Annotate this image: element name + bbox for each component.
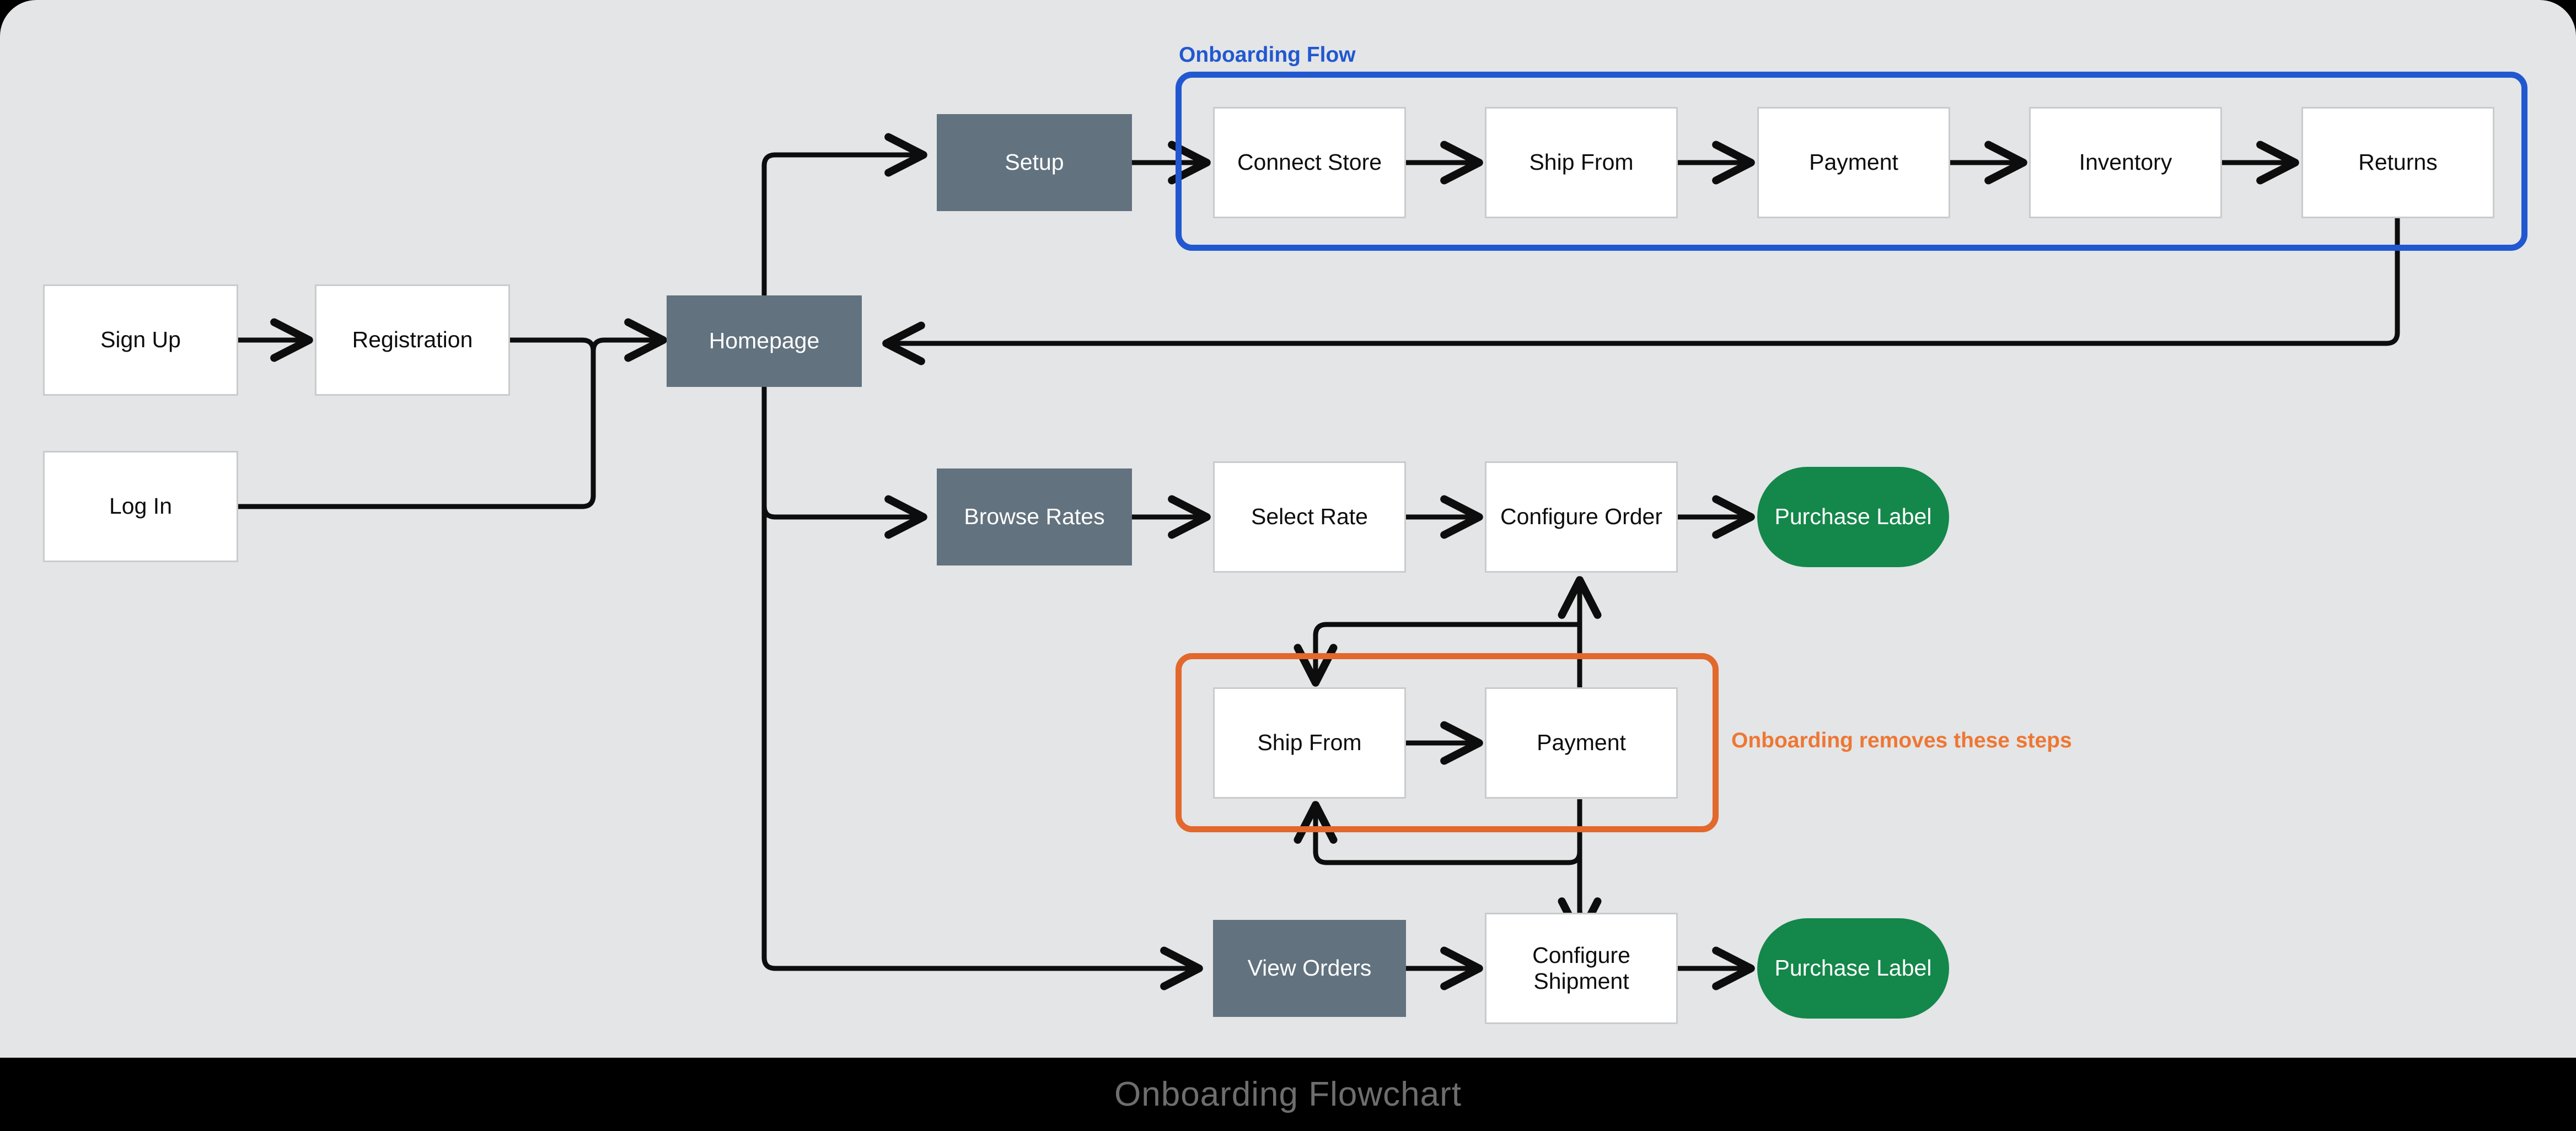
node-removed-ship-from[interactable]: Ship From [1213,687,1406,799]
node-onboarding-payment[interactable]: Payment [1757,107,1950,218]
node-browse-rates-label: Browse Rates [964,504,1105,530]
node-removed-payment[interactable]: Payment [1485,687,1678,799]
edge-homepage-to-browse-rates [761,386,927,539]
node-view-orders-label: View Orders [1247,955,1372,981]
node-onboarding-ship-from-label: Ship From [1529,149,1634,175]
node-purchase-label-orders-label: Purchase Label [1774,955,1932,981]
node-inventory[interactable]: Inventory [2029,107,2222,218]
node-sign-up-label: Sign Up [100,327,181,353]
node-view-orders[interactable]: View Orders [1213,920,1406,1017]
node-purchase-label-rates[interactable]: Purchase Label [1757,467,1949,567]
node-configure-shipment-label: Configure Shipment [1532,942,1630,994]
node-returns[interactable]: Returns [2301,107,2494,218]
node-homepage-label: Homepage [709,328,820,354]
node-registration[interactable]: Registration [315,284,510,396]
node-homepage[interactable]: Homepage [667,295,862,387]
node-setup[interactable]: Setup [937,114,1132,211]
node-configure-shipment[interactable]: Configure Shipment [1485,913,1678,1024]
node-removed-payment-label: Payment [1537,730,1626,756]
node-connect-store[interactable]: Connect Store [1213,107,1406,218]
group-removed-steps [1176,653,1719,832]
node-onboarding-ship-from[interactable]: Ship From [1485,107,1678,218]
group-onboarding-flow [1176,72,2527,251]
node-sign-up[interactable]: Sign Up [43,284,238,396]
group-label-onboarding-flow: Onboarding Flow [1179,43,1356,67]
page-title: Onboarding Flowchart [1114,1075,1462,1113]
node-select-rate[interactable]: Select Rate [1213,461,1406,573]
group-label-removed-steps: Onboarding removes these steps [1731,729,2072,752]
node-purchase-label-rates-label: Purchase Label [1774,504,1932,530]
node-log-in-label: Log In [109,493,172,519]
node-configure-order-label: Configure Order [1500,504,1662,530]
node-onboarding-payment-label: Payment [1809,149,1898,175]
node-removed-ship-from-label: Ship From [1257,730,1362,756]
node-setup-label: Setup [1005,149,1064,175]
node-select-rate-label: Select Rate [1251,504,1368,530]
node-connect-store-label: Connect Store [1237,149,1382,175]
node-configure-order[interactable]: Configure Order [1485,461,1678,573]
footer-bar: Onboarding Flowchart [0,1058,2576,1131]
node-purchase-label-orders[interactable]: Purchase Label [1757,918,1949,1019]
node-browse-rates[interactable]: Browse Rates [937,468,1132,566]
node-returns-label: Returns [2358,149,2438,175]
flowchart-canvas: Onboarding Flow Onboarding removes these… [0,0,2576,1058]
edge-registration-to-homepage [510,318,667,499]
node-registration-label: Registration [352,327,473,353]
node-log-in[interactable]: Log In [43,451,238,562]
node-inventory-label: Inventory [2079,149,2172,175]
